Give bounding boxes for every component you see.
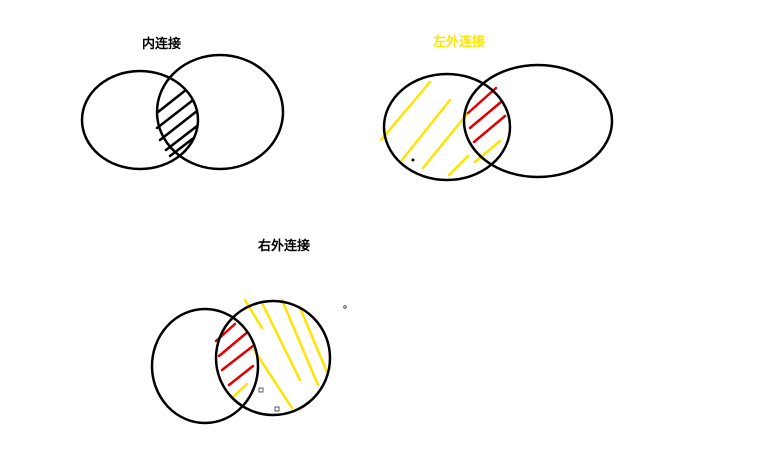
right-outer-join-label: 右外连接 bbox=[258, 239, 311, 254]
resize-handle[interactable] bbox=[258, 387, 264, 393]
resize-handle[interactable] bbox=[274, 406, 280, 412]
left-outer-join-diagram bbox=[379, 63, 614, 182]
inner-left-circle bbox=[80, 69, 200, 171]
left-only-hatch bbox=[379, 80, 502, 177]
right-only-hatch bbox=[230, 298, 329, 410]
left-outer-right-circle bbox=[462, 63, 614, 179]
left-intersection-hatch bbox=[466, 86, 507, 144]
inner-join-diagram bbox=[80, 53, 285, 171]
right-outer-left-circle bbox=[150, 307, 260, 425]
stray-dot bbox=[411, 158, 415, 162]
left-outer-join-label: 左外连接 bbox=[433, 35, 486, 50]
right-outer-right-circle bbox=[214, 299, 332, 417]
right-outer-join-diagram bbox=[150, 298, 347, 425]
inner-intersection-hatch bbox=[155, 80, 198, 158]
stray-dot bbox=[343, 305, 347, 309]
left-outer-left-circle bbox=[382, 72, 512, 182]
inner-join-label: 内连接 bbox=[142, 37, 182, 52]
